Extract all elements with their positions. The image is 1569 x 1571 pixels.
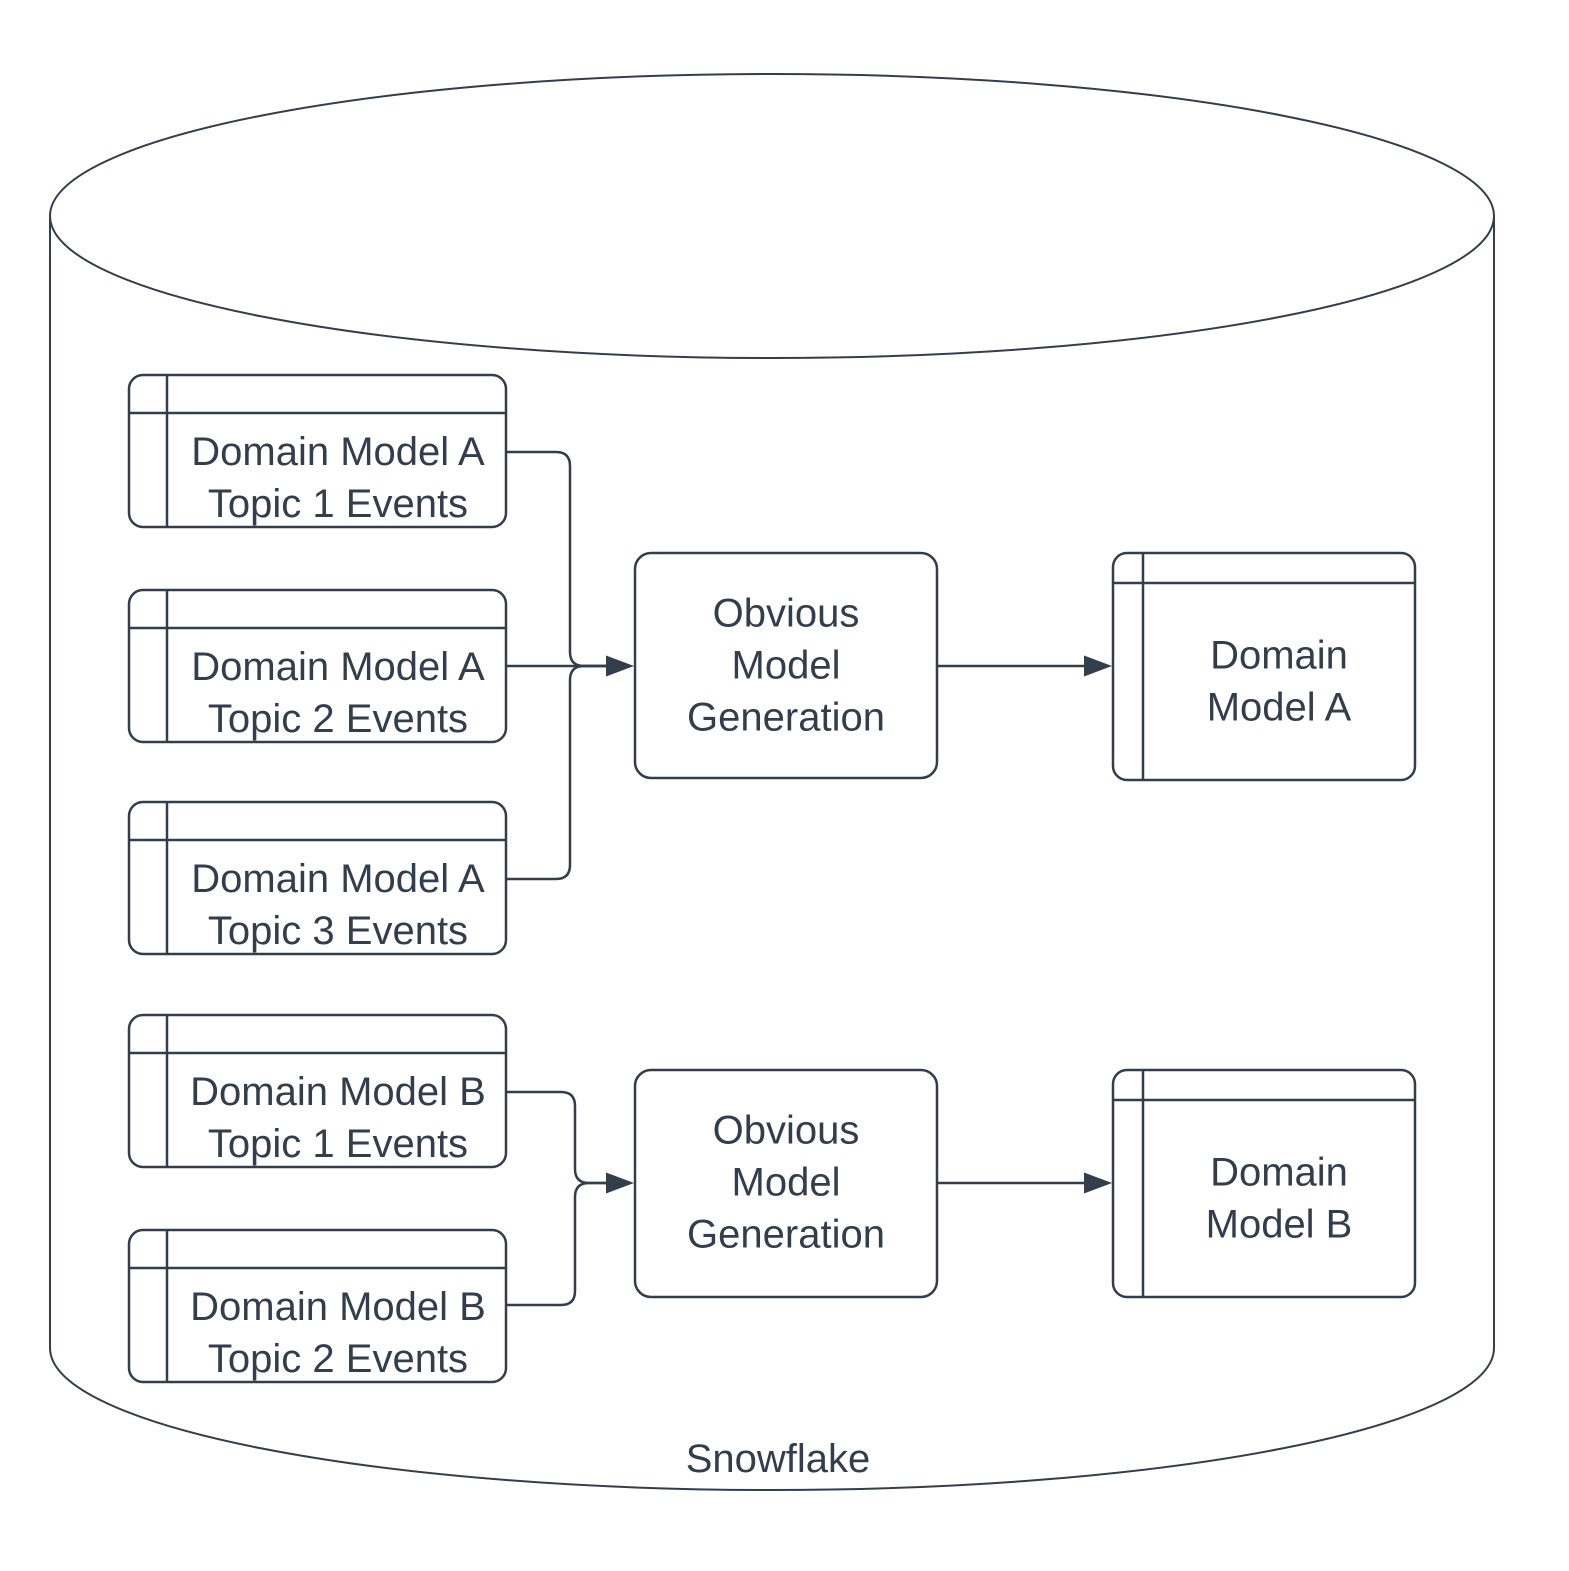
output-b-label-line1: Domain [1210, 1151, 1348, 1195]
arrowhead-into-process-a [606, 655, 634, 677]
table-domain-model-b: Domain Model B [1111, 1068, 1417, 1299]
arrowhead-into-output-b [1084, 1172, 1112, 1194]
table-a3-label-line2: Topic 3 Events [208, 909, 468, 953]
table-a1-label-line1: Domain Model A [191, 430, 485, 474]
arrowhead-into-process-b [606, 1172, 634, 1194]
process-a-label-line3: Generation [687, 696, 885, 740]
connector-a-topic3-to-process [506, 664, 607, 881]
table-domain-model-a-topic-3: Domain Model A Topic 3 Events [127, 800, 508, 956]
output-b-frame [1111, 1068, 1417, 1299]
table-domain-model-a-topic-1: Domain Model A Topic 1 Events [127, 373, 508, 529]
table-a2-label-line1: Domain Model A [191, 645, 485, 689]
table-a1-label-line2: Topic 1 Events [208, 482, 468, 526]
arrowhead-into-output-a [1084, 655, 1112, 677]
process-a-frame [633, 551, 939, 780]
table-domain-model-a-topic-2: Domain Model A Topic 2 Events [127, 588, 508, 744]
process-obvious-model-generation-a: Obvious Model Generation [633, 551, 939, 780]
snowflake-database-cylinder: Snowflake [49, 73, 1495, 1491]
output-a-label-line2: Model A [1207, 686, 1352, 730]
table-domain-model-a: Domain Model A [1111, 551, 1417, 782]
connectors-group-a [506, 450, 1112, 881]
process-b-label-line3: Generation [687, 1213, 885, 1257]
connector-a-topic1-to-process [506, 450, 607, 668]
table-a3-label-line1: Domain Model A [191, 857, 485, 901]
connectors-group-b [506, 1090, 1112, 1307]
process-b-label-line1: Obvious [713, 1109, 860, 1153]
process-b-label-line2: Model [732, 1161, 841, 1205]
table-b1-label-line2: Topic 1 Events [208, 1122, 468, 1166]
cylinder-top-ellipse [49, 73, 1495, 359]
cylinder-label: Snowflake [686, 1437, 871, 1481]
table-a2-label-line2: Topic 2 Events [208, 697, 468, 741]
table-domain-model-b-topic-1: Domain Model B Topic 1 Events [127, 1013, 508, 1169]
process-a-label-line2: Model [732, 644, 841, 688]
connector-b-topic1-to-process [506, 1090, 607, 1185]
cylinder-bottom-arc [49, 1347, 1495, 1491]
output-a-label-line1: Domain [1210, 634, 1348, 678]
connector-b-topic2-to-process [506, 1181, 607, 1307]
output-a-frame [1111, 551, 1417, 782]
table-domain-model-b-topic-2: Domain Model B Topic 2 Events [127, 1228, 508, 1384]
table-b2-label-line2: Topic 2 Events [208, 1337, 468, 1381]
output-b-label-line2: Model B [1206, 1203, 1353, 1247]
process-a-label-line1: Obvious [713, 592, 860, 636]
process-b-frame [633, 1068, 939, 1299]
table-b2-label-line1: Domain Model B [190, 1285, 486, 1329]
table-b1-label-line1: Domain Model B [190, 1070, 486, 1114]
process-obvious-model-generation-b: Obvious Model Generation [633, 1068, 939, 1299]
